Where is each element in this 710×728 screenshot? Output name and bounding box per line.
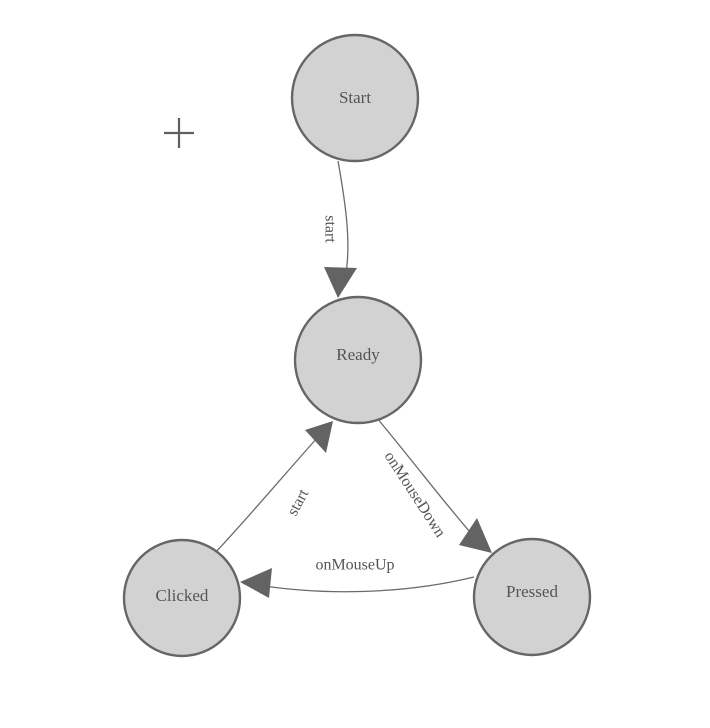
arrowhead-into-ready-bottom — [305, 421, 333, 453]
edge-label-clicked-to-ready: start — [284, 486, 312, 519]
edge-ready-to-pressed[interactable] — [376, 417, 492, 553]
edge-path-ready-to-pressed — [376, 417, 478, 541]
edge-start-to-ready[interactable] — [324, 160, 357, 298]
node-pressed[interactable]: Pressed — [472, 537, 592, 657]
node-pressed-label: Pressed — [506, 582, 558, 601]
arrowhead-into-ready-top — [324, 267, 357, 298]
node-clicked-circle — [122, 538, 242, 658]
edge-path-clicked-to-ready — [214, 436, 319, 554]
node-ready[interactable]: Ready — [293, 295, 423, 425]
node-start[interactable]: Start — [290, 33, 420, 163]
arrowhead-into-clicked — [240, 568, 272, 598]
node-pressed-circle — [472, 537, 592, 657]
edge-path-pressed-to-clicked — [257, 576, 475, 593]
edge-label-start-to-ready: start — [321, 215, 338, 243]
node-start-circle — [290, 33, 420, 163]
edge-path-start-to-ready — [337, 160, 349, 279]
edge-pressed-to-clicked[interactable] — [240, 568, 475, 598]
plus-marker-icon — [164, 118, 194, 148]
edge-clicked-to-ready[interactable] — [214, 421, 333, 554]
node-start-label: Start — [339, 88, 371, 107]
node-clicked-label: Clicked — [156, 586, 209, 605]
node-clicked[interactable]: Clicked — [122, 538, 242, 658]
edge-label-on-mouse-up: onMouseUp — [315, 557, 394, 574]
node-ready-circle — [293, 295, 423, 425]
node-ready-label: Ready — [336, 345, 380, 364]
arrowhead-into-pressed — [459, 518, 492, 553]
